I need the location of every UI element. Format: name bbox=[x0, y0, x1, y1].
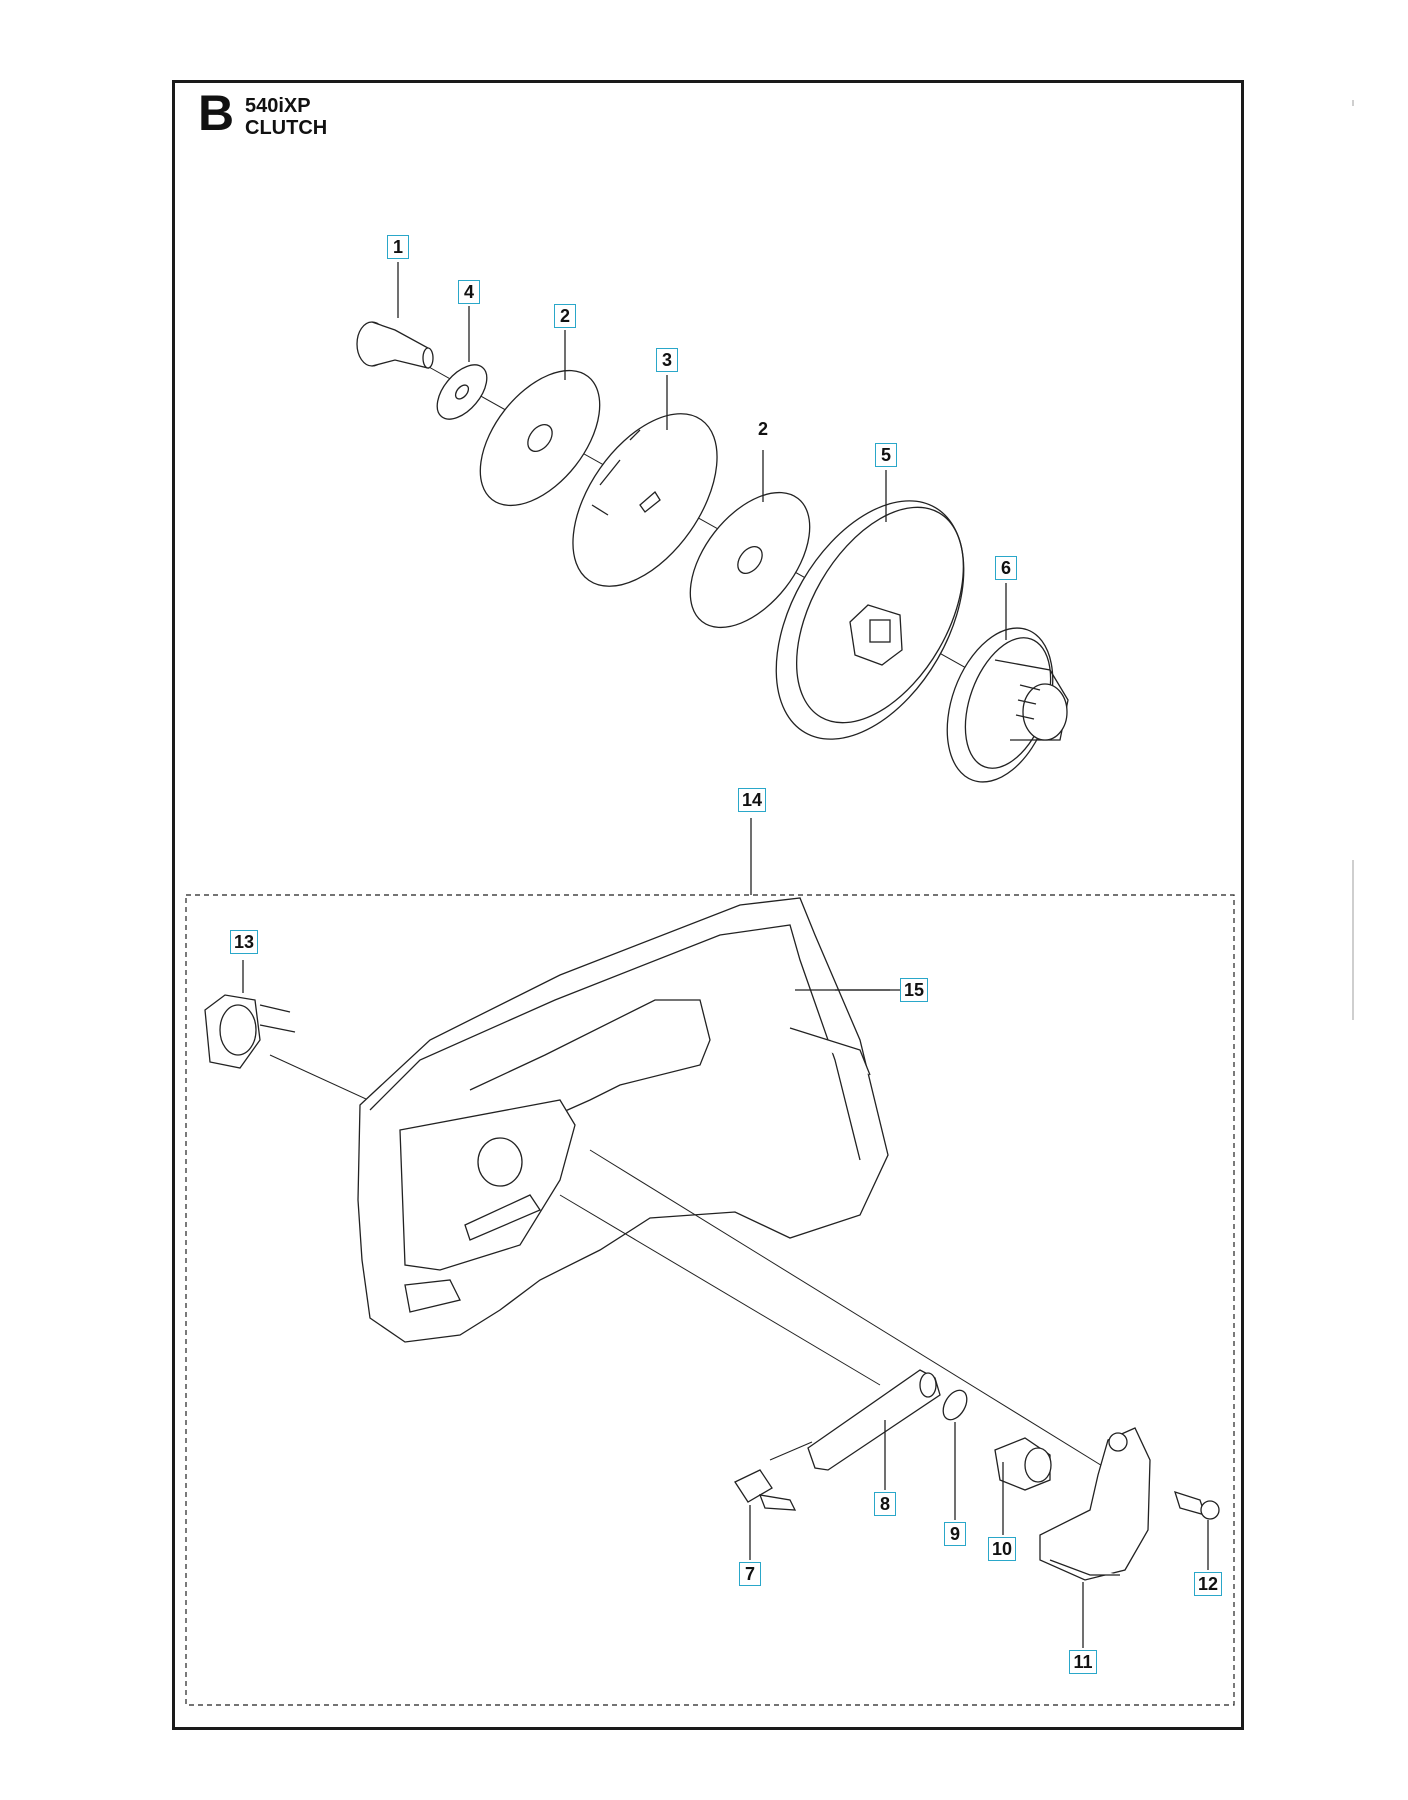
washer-part-2a bbox=[479, 369, 601, 507]
callout-1: 1 bbox=[387, 235, 409, 259]
bar-bolt-part-8 bbox=[807, 1369, 941, 1471]
callout-12: 12 bbox=[1194, 1572, 1222, 1596]
cover-piece-part-11 bbox=[1039, 1427, 1151, 1581]
callout-5: 5 bbox=[875, 443, 897, 467]
tensioner-part-7 bbox=[734, 1469, 797, 1511]
nut-part-10 bbox=[994, 1437, 1052, 1491]
washer-part-9 bbox=[942, 1389, 968, 1421]
model-name: 540iXP bbox=[245, 95, 311, 117]
callout-7: 7 bbox=[739, 1562, 761, 1586]
plate-part-3 bbox=[572, 413, 718, 587]
adjuster-part-13 bbox=[204, 960, 296, 1069]
edge-mark bbox=[1352, 860, 1354, 1020]
callout-2-unboxed: 2 bbox=[757, 419, 768, 439]
callout-8: 8 bbox=[874, 1492, 896, 1516]
clutch-drum-part-5 bbox=[775, 500, 965, 740]
callout-11: 11 bbox=[1069, 1650, 1097, 1674]
callout-9: 9 bbox=[944, 1522, 966, 1546]
diagram-frame bbox=[172, 80, 1244, 1730]
bolt-part-1 bbox=[356, 321, 434, 369]
callout-15: 15 bbox=[900, 978, 928, 1002]
callout-10: 10 bbox=[988, 1537, 1016, 1561]
callout-3: 3 bbox=[656, 348, 678, 372]
clutch-cover-part-15 bbox=[357, 897, 890, 1343]
callout-14: 14 bbox=[738, 788, 766, 812]
section-letter: B bbox=[198, 85, 235, 141]
washer-part-2b bbox=[689, 491, 811, 629]
callout-2: 2 bbox=[554, 304, 576, 328]
washer-part-4 bbox=[436, 364, 488, 420]
callout-4: 4 bbox=[458, 280, 480, 304]
callout-6: 6 bbox=[995, 556, 1017, 580]
edge-mark bbox=[1352, 100, 1354, 106]
assembly-name: CLUTCH bbox=[245, 117, 328, 139]
callout-13: 13 bbox=[230, 930, 258, 954]
clutch-part-6 bbox=[946, 627, 1069, 783]
screw-part-12 bbox=[1174, 1490, 1220, 1520]
assembly-14-box bbox=[185, 894, 1235, 1706]
